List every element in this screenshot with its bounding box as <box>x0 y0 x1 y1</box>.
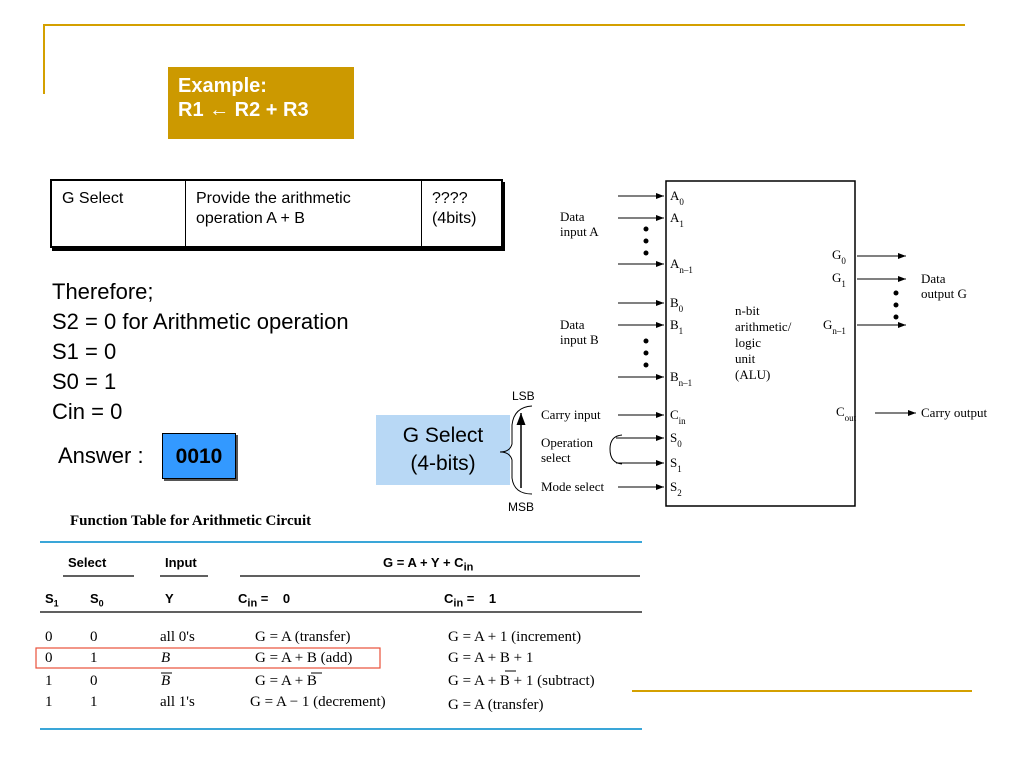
g-select-callout-line1: G Select <box>402 424 484 447</box>
alu-unit-line4: unit <box>735 351 756 366</box>
ft-header-input: Input <box>165 555 197 570</box>
carry-output-label: Carry output <box>921 405 987 420</box>
example-box: Example: R1 ← R2 + R3 <box>168 67 354 139</box>
bottom-rule <box>632 690 972 692</box>
ft-row4-g0: G = A − 1 (decrement) <box>250 694 386 710</box>
s1-line: S1 = 0 <box>52 339 117 364</box>
ft-row4-s0: 1 <box>90 694 98 710</box>
top-rule <box>43 24 965 26</box>
g-select-callout-line2: (4-bits) <box>410 452 476 475</box>
ft-row2-s0: 1 <box>90 650 98 666</box>
ft-row3-g0: G = A + B <box>255 673 317 689</box>
s2-pin: S2 <box>670 479 682 498</box>
ft-row3-g1: G = A + B + 1 (subtract) <box>448 673 595 689</box>
s1-pin: S1 <box>670 455 682 474</box>
data-input-a-line2: input A <box>560 224 599 239</box>
data-input-a-line1: Data <box>560 209 585 224</box>
ft-row4-s1: 1 <box>45 694 53 710</box>
ft-row2-y: B <box>161 650 171 666</box>
s2-line: S2 = 0 for Arithmetic operation <box>52 309 349 334</box>
answer-value: 0010 <box>162 433 236 479</box>
bits-line2: (4bits) <box>432 210 477 227</box>
ft-row3-s0: 0 <box>90 673 98 689</box>
ft-row2-s1: 0 <box>45 650 53 666</box>
an1-label: An–1 <box>670 256 693 275</box>
s0-pin: S0 <box>670 430 682 449</box>
ft-s0-text: S <box>90 591 99 606</box>
g-select-brace <box>499 405 533 495</box>
ft-header-cin0: Cin = 0 <box>238 591 291 610</box>
cin-pin: Cin <box>670 407 686 426</box>
example-line2: R1 ← R2 + R3 <box>178 99 309 121</box>
ft-header-cin1: Cin = 1 <box>444 591 497 610</box>
ft-g-formula-text: G = A + Y + C <box>383 555 464 570</box>
ft-row4-y: all 1's <box>160 694 195 710</box>
ft-header-s1: S1 <box>45 591 59 609</box>
ft-cin1-text: C <box>444 591 454 606</box>
data-input-b-line1: Data <box>560 317 585 332</box>
operation-select-line2: select <box>541 450 571 465</box>
ft-row2-g0: G = A + B (add) <box>255 650 353 666</box>
ft-row3-s1: 1 <box>45 673 53 689</box>
g-select-cell: G Select <box>50 179 186 248</box>
g0-pin: G0 <box>832 247 846 266</box>
ft-row1-y: all 0's <box>160 629 195 645</box>
ft-row1-g0: G = A (transfer) <box>255 629 351 645</box>
ft-row2-g1: G = A + B + 1 <box>448 650 534 666</box>
operation-cell: Provide the arithmetic operation A + B <box>185 179 422 248</box>
data-output-g-line1: Data <box>921 271 946 286</box>
data-output-g-line2: output G <box>921 286 967 301</box>
b1-label: B1 <box>670 317 683 336</box>
ft-row1-g1: G = A + 1 (increment) <box>448 629 582 645</box>
ft-s1-text: S <box>45 591 54 606</box>
ft-row4-g1: G = A (transfer) <box>448 697 544 713</box>
function-table-title: Function Table for Arithmetic Circuit <box>70 513 312 529</box>
left-rule <box>43 24 45 94</box>
cout-pin: Cout <box>836 404 857 423</box>
b0-label: B0 <box>670 295 684 314</box>
ft-row3-y: B <box>161 673 171 689</box>
g1-pin: G1 <box>832 270 846 289</box>
alu-box <box>665 180 856 507</box>
ft-row1-s0: 0 <box>90 629 98 645</box>
answer-label: Answer : <box>58 443 144 468</box>
lsb-label: LSB <box>512 389 535 403</box>
mode-select-label: Mode select <box>541 479 605 494</box>
g-select-callout: G Select (4-bits) <box>376 415 510 485</box>
ft-header-select: Select <box>68 555 107 570</box>
alu-unit-line5: (ALU) <box>735 367 770 382</box>
ft-row1-s1: 0 <box>45 629 53 645</box>
alu-unit-line2: arithmetic/ <box>735 319 792 334</box>
therefore-block: Therefore; S2 = 0 for Arithmetic operati… <box>52 277 349 427</box>
carry-input-label: Carry input <box>541 407 601 422</box>
therefore-line: Therefore; <box>52 279 154 304</box>
bn1-label: Bn–1 <box>670 369 692 388</box>
msb-label: MSB <box>508 500 534 514</box>
ft-header-y: Y <box>165 591 174 606</box>
ft-header-g-formula: G = A + Y + Cin <box>383 555 474 574</box>
bits-line1: ???? <box>432 190 468 207</box>
s0-line: S0 = 1 <box>52 369 117 394</box>
g-select-table: G Select Provide the arithmetic operatio… <box>50 179 503 248</box>
gn1-pin: Gn–1 <box>823 317 846 336</box>
alu-unit-line3: logic <box>735 335 761 350</box>
data-input-b-line2: input B <box>560 332 599 347</box>
bits-cell: ???? (4bits) <box>421 179 503 248</box>
cin-line: Cin = 0 <box>52 399 123 424</box>
example-line1: Example: <box>178 75 267 97</box>
a0-label: A0 <box>670 188 684 207</box>
ft-header-s0: S0 <box>90 591 104 609</box>
a1-label: A1 <box>670 210 684 229</box>
alu-unit-line1: n-bit <box>735 303 760 318</box>
highlight-row-box <box>35 647 381 669</box>
ft-cin0-text: C <box>238 591 248 606</box>
operation-select-line1: Operation <box>541 435 593 450</box>
